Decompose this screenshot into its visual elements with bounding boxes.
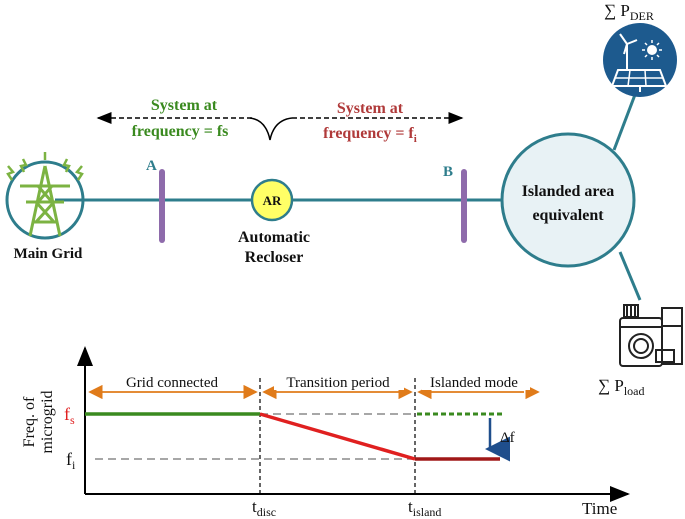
- transition-trace: [259, 412, 416, 461]
- der-power-label: ∑ PDER: [604, 1, 654, 23]
- der-solar-wind-icon: [603, 23, 677, 97]
- region-1-label: Grid connected: [126, 375, 219, 391]
- bus-b-label: B: [443, 164, 453, 180]
- load-power-label: ∑ Pload: [598, 376, 645, 398]
- x-axis-label: Time: [582, 499, 617, 518]
- region-2-label: Transition period: [286, 375, 390, 391]
- recloser-caption-line2: Recloser: [245, 249, 304, 266]
- recloser-circle: [250, 178, 294, 222]
- bus-a-label: A: [146, 158, 157, 174]
- islanded-area-circle: [500, 132, 636, 268]
- y-axis-label-line1: Freq. of: [21, 396, 38, 447]
- left-arrow-label-line1: System at: [151, 97, 218, 114]
- fi-label: fi: [66, 449, 76, 472]
- y-axis-label-line2: microgrid: [39, 390, 56, 453]
- delta-f-label: Δf: [500, 430, 515, 446]
- fs-label: fs: [64, 404, 75, 427]
- right-arrow-label-line1: System at: [337, 100, 404, 117]
- der-connector: [612, 91, 638, 151]
- load-connector: [618, 251, 642, 301]
- main-grid-label: Main Grid: [14, 246, 83, 262]
- left-arrow-label-line2: frequency = fs: [132, 123, 229, 140]
- brace-divider: [249, 117, 293, 141]
- islanded-label-line1: Islanded area: [522, 183, 615, 200]
- recloser-label: AR: [263, 193, 282, 208]
- right-arrow-label-line2: frequency = fi: [323, 125, 417, 145]
- islanded-label-line2: equivalent: [532, 207, 604, 224]
- region-3-label: Islanded mode: [430, 375, 518, 391]
- t-island-label: tisland: [408, 497, 441, 519]
- load-appliances-icon: [619, 304, 683, 367]
- t-disc-label: tdisc: [252, 497, 276, 519]
- transmission-tower-icon: [5, 152, 85, 240]
- recloser-caption-line1: Automatic: [238, 229, 310, 246]
